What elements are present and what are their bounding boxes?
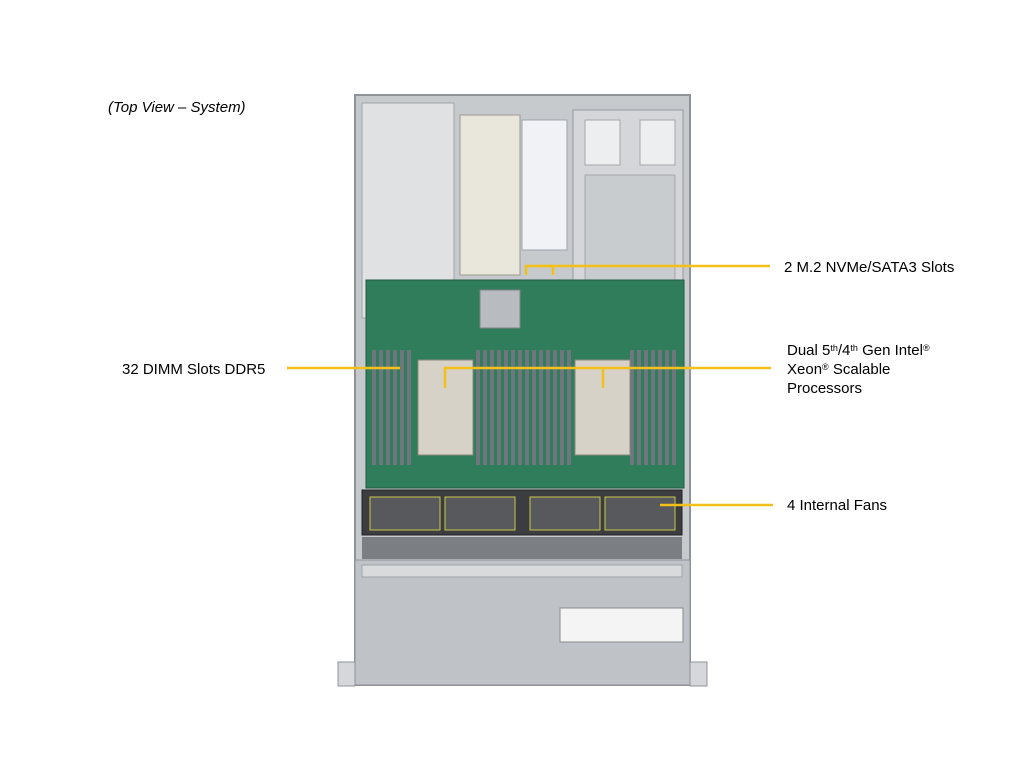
chipset (479, 289, 521, 329)
callout-line-m2 (524, 264, 555, 275)
label-processors: Dual 5th/4th Gen Intel® Xeon® Scalable P… (787, 342, 930, 397)
front-handle-left (337, 661, 356, 687)
m2-module (521, 119, 568, 251)
view-caption: (Top View – System) (108, 99, 246, 116)
callout-line-cpu (443, 366, 771, 388)
label-m2-slots: 2 M.2 NVMe/SATA3 Slots (784, 259, 955, 276)
dimm-bank-right (532, 350, 676, 465)
dimm-bank-left (372, 350, 529, 465)
label-dimm-slots: 32 DIMM Slots DDR5 (122, 361, 266, 378)
service-label (559, 607, 684, 643)
front-handle-right (689, 661, 708, 687)
callout-lines (287, 264, 773, 507)
riser-card (459, 114, 521, 276)
fan-units (369, 496, 676, 531)
label-internal-fans: 4 Internal Fans (787, 497, 888, 514)
